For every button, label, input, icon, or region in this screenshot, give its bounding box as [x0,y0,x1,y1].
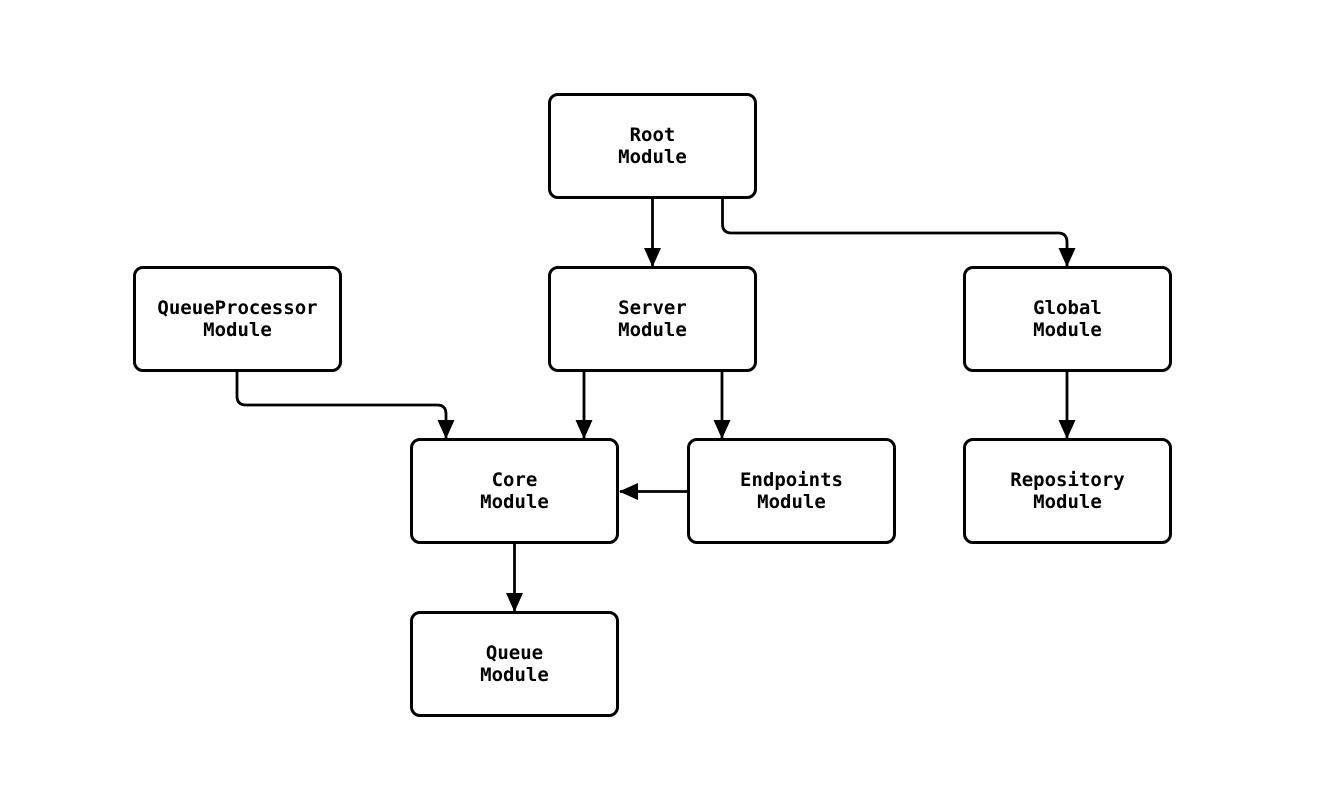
edge-root-to-global [721,199,1076,267]
node-queueprocessor-module-label: QueueProcessor Module [157,297,318,341]
node-root-module: Root Module [548,93,757,199]
node-core-module: Core Module [410,438,619,544]
node-server-module-label: Server Module [618,297,687,341]
node-server-module: Server Module [548,266,757,372]
node-repository-module: Repository Module [963,438,1172,544]
node-repository-module-label: Repository Module [1010,469,1125,513]
edge-queueprocessor-to-core [235,372,455,439]
node-queue-module: Queue Module [410,611,619,717]
node-queue-module-label: Queue Module [480,642,549,686]
node-queueprocessor-module: QueueProcessor Module [133,266,342,372]
node-global-module: Global Module [963,266,1172,372]
node-global-module-label: Global Module [1033,297,1102,341]
node-endpoints-module: Endpoints Module [687,438,896,544]
node-root-module-label: Root Module [618,124,687,168]
node-endpoints-module-label: Endpoints Module [740,469,843,513]
node-core-module-label: Core Module [480,469,549,513]
